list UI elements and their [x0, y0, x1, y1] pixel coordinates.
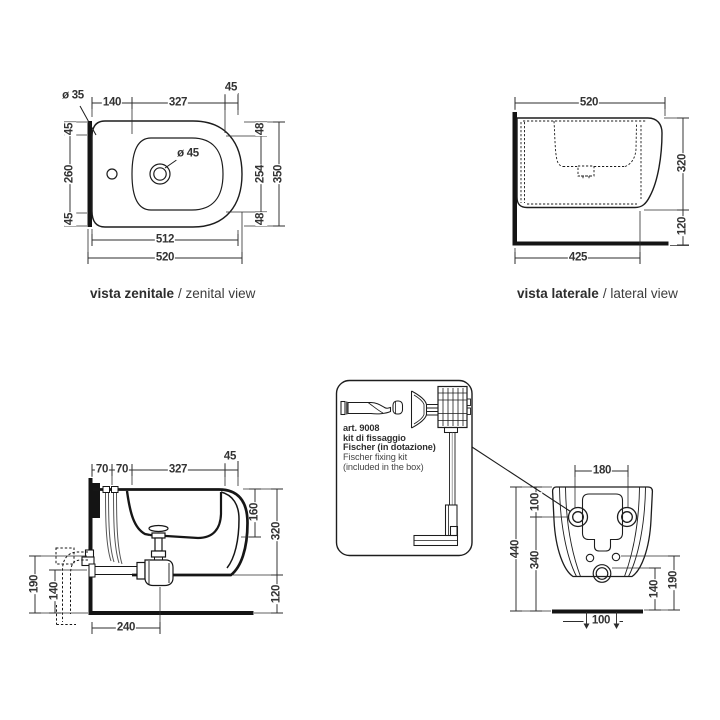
- dim-rim-length: 327: [167, 96, 189, 109]
- drain-hole: [149, 163, 171, 185]
- floor-bar-rear: [552, 609, 643, 614]
- fixing-holes: [567, 506, 638, 528]
- zenital-view-drawing: [79, 105, 243, 228]
- fixing-kit-included-english: (included in the box): [343, 461, 424, 472]
- dim-total-width: 520: [154, 251, 176, 264]
- rear-recess: [581, 493, 624, 552]
- dim-holes-floor-height: 340: [529, 549, 542, 571]
- dim-left-top: 45: [63, 121, 76, 137]
- dim-holes-spacing: 180: [591, 464, 613, 477]
- mounting-block: [92, 483, 100, 518]
- dim-lateral-depth: 425: [567, 251, 589, 264]
- dim-small-holes-height: 190: [667, 569, 680, 591]
- screw-anchor-illustration: [410, 385, 471, 547]
- dim-section-front: 45: [222, 450, 238, 463]
- fixing-kit-leader-line: [471, 446, 571, 512]
- dim-inner-depth: 160: [248, 501, 261, 523]
- dim-lateral-clearance: 120: [676, 215, 689, 237]
- caption-lateral-english: / lateral view: [602, 286, 678, 301]
- lateral-dimension-lines: [514, 97, 689, 264]
- dim-right-top: 48: [254, 121, 267, 137]
- dim-rear-total-height: 440: [509, 538, 522, 560]
- dim-inner-width: 512: [154, 233, 176, 246]
- dim-drain-floor-height: 140: [648, 578, 661, 600]
- wall-bar-top-view: [87, 121, 92, 227]
- floor-bar-lateral: [512, 241, 669, 246]
- rear-drain-hole: [592, 564, 612, 583]
- dim-hole-offset-1: 70: [94, 463, 110, 476]
- lateral-view-drawing: [512, 112, 669, 246]
- fixing-kit-box-outline: [335, 379, 473, 557]
- lateral-section-dashed-lines: [520, 120, 646, 205]
- fixing-kit-article-number: art. 9008: [343, 423, 380, 433]
- dim-left-bottom: 45: [63, 211, 76, 227]
- dim-front-edge: 45: [223, 81, 239, 94]
- fixing-kit-text-block: art. 9008 kit di fissaggio Fischer (in d…: [343, 423, 436, 473]
- wall-plug-illustration: [340, 400, 404, 416]
- caption-zenital-italian: vista zenitale: [90, 286, 175, 301]
- dim-section-rim-length: 327: [167, 463, 189, 476]
- fixing-kit-name-italian: kit di fissaggio: [343, 432, 406, 443]
- dim-right-bottom: 48: [254, 211, 267, 227]
- dim-left-width: 260: [63, 163, 76, 185]
- dim-drain-floor-offset: 240: [115, 621, 137, 634]
- dim-holes-top-offset: 100: [529, 491, 542, 513]
- caption-lateral-view: vista laterale/ lateral view: [517, 286, 678, 301]
- popup-drain: [148, 524, 169, 566]
- section-view-drawing: [55, 478, 254, 625]
- dim-drain-wall-height: 190: [28, 573, 41, 595]
- dim-lateral-width: 520: [578, 96, 600, 109]
- rear-view-drawing: [551, 486, 654, 614]
- dim-bottom-spacing: 100: [590, 614, 612, 627]
- water-supply-pipes: [105, 491, 123, 565]
- dim-supply-wall-height: 140: [48, 580, 61, 602]
- caption-zenital-english: / zenital view: [178, 286, 256, 301]
- dim-right-depth: 254: [254, 163, 267, 185]
- dim-tap-diameter: ø 35: [61, 89, 85, 102]
- dim-drain-diameter: ø 45: [176, 147, 200, 160]
- fixing-kit-drawing: [335, 379, 571, 557]
- floor-bar-section: [88, 611, 254, 615]
- tap-hole: [106, 168, 118, 180]
- caption-lateral-italian: vista laterale: [517, 286, 599, 301]
- dim-back-offset: 140: [101, 96, 123, 109]
- dim-lateral-height: 320: [676, 152, 689, 174]
- drain-trap: [88, 559, 174, 587]
- dim-section-height: 320: [270, 520, 283, 542]
- wall-bar-section: [88, 478, 93, 614]
- fixing-kit-name-english: Fischer fixing kit: [343, 452, 408, 463]
- fixing-kit-brand-italian: Fischer (in dotazione): [343, 442, 436, 453]
- caption-zenital-view: vista zenitale/ zenital view: [90, 286, 255, 301]
- dim-hole-offset-2: 70: [114, 463, 130, 476]
- dim-section-clearance: 120: [270, 583, 283, 605]
- wall-bar-lateral: [512, 112, 517, 246]
- shutoff-valve: [81, 545, 95, 567]
- dim-total-depth: 350: [272, 163, 285, 185]
